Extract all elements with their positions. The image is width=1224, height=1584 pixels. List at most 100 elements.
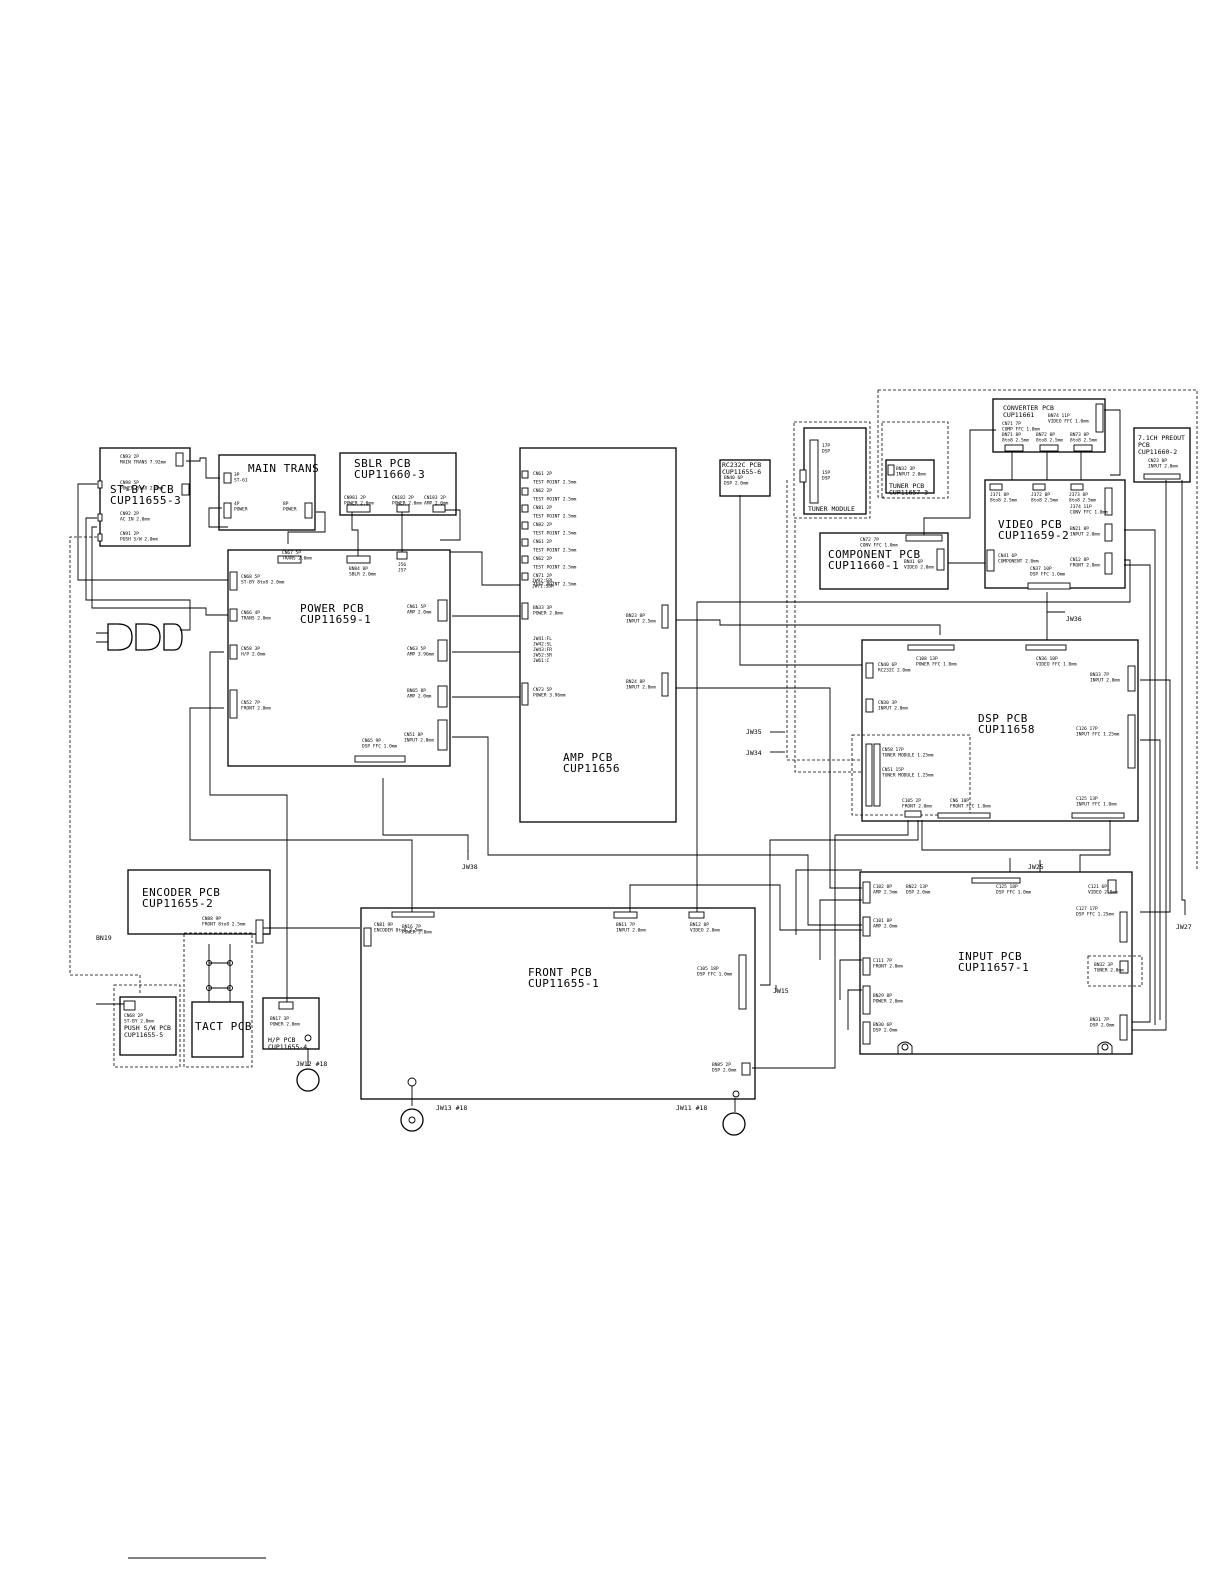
connector-c102: C102 8P: [873, 884, 892, 890]
connector-c125: INPUT FFC 1.0mm: [1076, 802, 1117, 808]
connector-cn68-sw: ST-BY 2.0mm: [124, 1019, 154, 1025]
connector-mt-4p: POWER: [234, 507, 248, 513]
connector-j372: J372 8P: [1031, 492, 1050, 498]
connector-bn17: BN17 3P: [270, 1016, 289, 1022]
connector-cn40: CN40 6P: [878, 662, 897, 668]
connector-tm-15p: DSP: [822, 476, 830, 482]
connector-bn30: BN30 6P: [873, 1022, 892, 1028]
ground-circle-icon: [722, 1112, 746, 1136]
connector-bn21: INPUT 2.0mm: [1070, 532, 1100, 538]
rc232c-pcb: [719, 459, 771, 497]
connector-bn17: POWER 2.0mm: [270, 1022, 300, 1028]
connector-cn67: TRANS 2.0mm: [282, 556, 312, 562]
connector-cn41: COMPONENT 2.0mm: [998, 559, 1039, 565]
push-sw-title: PUSH S/W PCB: [124, 1024, 171, 1032]
connector-c127: DSP FFC 1.25mm: [1076, 912, 1114, 918]
connector-c125-in: DSP FFC 1.0mm: [996, 890, 1032, 896]
connector-bn41: VIDEO 2.0mm: [904, 565, 934, 571]
connector-cn52: FRONT 2.0mm: [241, 706, 271, 712]
stby-title: ST-BY PCB: [110, 483, 174, 496]
ac-plug-icon: [96, 623, 183, 651]
connector-bn16: BN16 7P: [402, 924, 421, 930]
tact-pcb: [191, 1001, 244, 1058]
connector-bn40: DSP 2.0mm: [724, 481, 749, 487]
hp-title: CUP11655-4: [268, 1043, 307, 1051]
connector-cn65: CN65 9P: [362, 738, 381, 744]
connector-j373: 8to8 2.5mm: [1069, 498, 1096, 504]
connector-amp-tp: CN81 2P: [533, 505, 552, 511]
connector-cn93: MAIN TRANS 7.92mm: [120, 460, 166, 466]
tuner-pcb: [885, 459, 935, 494]
connector-bn32: INPUT 2.0mm: [896, 472, 926, 478]
connector-cn40: RC232C 2.0mm: [878, 668, 911, 674]
connector-c105-front: C105 18P: [697, 966, 719, 972]
video-title: VIDEO PCB: [998, 518, 1062, 531]
power-title: POWER PCB: [300, 602, 364, 615]
connector-cn73: CN73 5P: [533, 687, 552, 693]
converter-pcb: [992, 398, 1106, 453]
jumper-jw38: JW38: [462, 863, 478, 871]
connector-bn11: INPUT 2.0mm: [616, 928, 646, 934]
connector-j371: 8to8 2.5mm: [990, 498, 1017, 504]
connector-cn37: CN37 10P: [1030, 566, 1052, 572]
encoder-title: ENCODER PCB: [142, 886, 220, 899]
connector-j372: 8to8 2.5mm: [1031, 498, 1058, 504]
connector-jw-fl: JW43:FR: [533, 647, 552, 653]
jumper-jw15: JW15: [773, 987, 789, 995]
jumper-jw11: JW11 #18: [676, 1104, 707, 1112]
connector-amp-tp: TEST POINT 2.5mm: [533, 582, 577, 588]
sblr-title: CUP11660-3: [354, 468, 425, 481]
connector-mt-4p: 4P: [234, 501, 240, 507]
connector-amp-tp: TEST POINT 2.5mm: [533, 497, 577, 503]
connector-bn21: BN21 8P: [1070, 526, 1089, 532]
stby-title: CUP11655-3: [110, 494, 181, 507]
connector-amp-tp: CN62 2P: [533, 488, 552, 494]
connector-bn65: BN65 8P: [407, 688, 426, 694]
connector-cn36: CN36 10P: [1036, 656, 1058, 662]
connector-cn92: CN92 2P: [120, 511, 139, 517]
connector-c125: C125 13P: [1076, 796, 1098, 802]
video-title: CUP11659-2: [998, 529, 1069, 542]
connector-bn74: VIDEO FFC 1.0mm: [1048, 419, 1089, 425]
connector-bn72: BN72 8P: [1036, 432, 1055, 438]
connector-j374: CONV FFC 1.0mm: [1070, 510, 1108, 516]
wiring: [69, 389, 1198, 1112]
connector-bn85: DSP 2.0mm: [712, 1068, 737, 1074]
connector-bn12: VIDEO 2.0mm: [690, 928, 720, 934]
connector-cn182: CN182 2P: [392, 495, 414, 501]
connector-cn88: CN88 9P: [202, 916, 221, 922]
connector-bn74: BN74 11P: [1048, 413, 1070, 419]
connector-c105: FRONT 2.0mm: [902, 804, 932, 810]
jumper-bn19: BN19: [96, 934, 112, 942]
connector-bn40: BN40 6P: [724, 475, 743, 481]
connector-c108: POWER FFC 1.0mm: [916, 662, 957, 668]
connector-bn72: 8to8 2.5mm: [1036, 438, 1063, 444]
connector-c101: AMP 2.0mm: [873, 924, 898, 930]
connector-cn92: AC IN 2.0mm: [120, 517, 150, 523]
ground-circle-icon: [400, 1108, 424, 1132]
connector-cn72: CONV FFC 1.0mm: [860, 543, 898, 549]
connector-bn33-dsp: BN33 7P: [1090, 672, 1109, 678]
preout-title: 7.1CH PREOUT: [1138, 434, 1185, 442]
connector-cn30: CN30 3P: [878, 700, 897, 706]
connector-st61: 3P: [234, 472, 240, 478]
push-sw-box: [113, 984, 181, 1068]
connector-jw-fl: JW61:C: [533, 658, 550, 664]
connector-cn73: POWER 3.96mm: [533, 693, 566, 699]
connector-mt-8p: POWER: [283, 507, 297, 513]
connector-cn51: INPUT 2.0mm: [404, 738, 434, 744]
rc232c-title: RC232C PCB: [722, 461, 761, 469]
connector-bn31: BN31 7P: [1090, 1017, 1109, 1023]
sblr-pcb: [339, 452, 457, 516]
connector-cn183: CN183 2P: [424, 495, 446, 501]
connector-amp-tp: CN71 2P: [533, 573, 552, 579]
connector-bn73: BN73 8P: [1070, 432, 1089, 438]
connector-cn63: CN63 5P: [407, 646, 426, 652]
connector-c111: FRONT 2.0mm: [873, 964, 903, 970]
tuner-title: CUP11657-3: [889, 489, 928, 497]
connector-j373: J373 8P: [1069, 492, 1088, 498]
connector-bn71: BN71 8P: [1002, 432, 1021, 438]
decorations: [96, 623, 1113, 1559]
connector-c108: C108 13P: [916, 656, 938, 662]
connector-cn6-dsp: FRONT FFC 1.0mm: [950, 804, 991, 810]
